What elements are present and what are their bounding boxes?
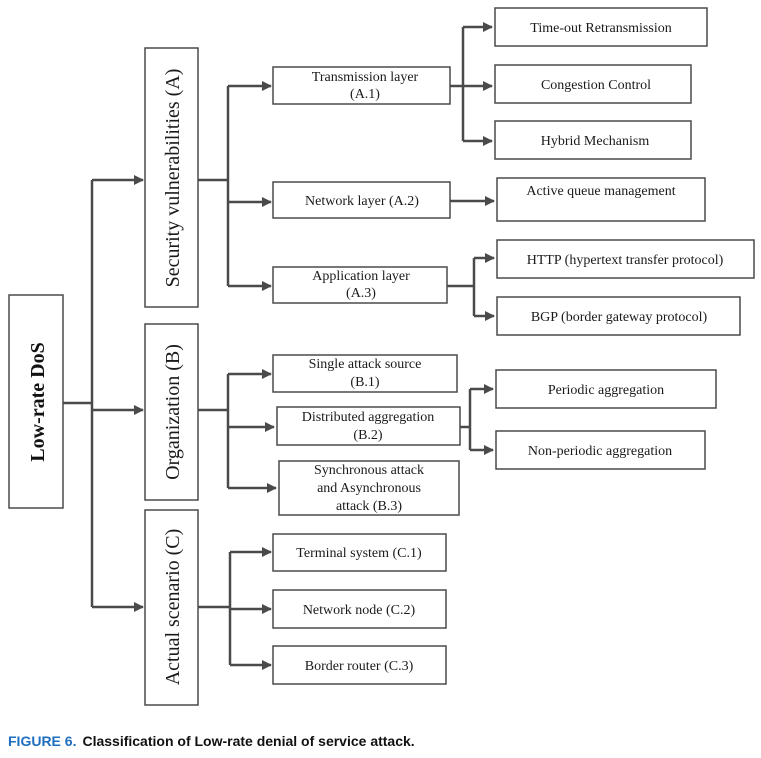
- single-attack-source-code: (B.1): [350, 375, 380, 390]
- classification-diagram: Low-rate DoS Security vulnerabilities (A…: [8, 7, 755, 706]
- transmission-layer-code: (A.1): [350, 87, 380, 102]
- category-b-label: Organization (B): [162, 344, 184, 480]
- congestion-control-label: Congestion Control: [541, 78, 651, 93]
- node-transmission-layer: Transmission layer (A.1): [272, 66, 451, 105]
- node-network-node: Network node (C.2): [272, 589, 447, 629]
- non-periodic-aggregation-label: Non-periodic aggregation: [528, 444, 672, 459]
- category-security-vulnerabilities: Security vulnerabilities (A): [144, 47, 199, 308]
- synchronous-attack-line2: and Asynchronous: [317, 481, 421, 496]
- node-network-layer: Network layer (A.2): [272, 181, 451, 219]
- leaf-periodic-aggregation: Periodic aggregation: [495, 369, 717, 409]
- network-node-label: Network node (C.2): [303, 603, 416, 618]
- root-label: Low-rate DoS: [27, 342, 49, 461]
- node-terminal-system: Terminal system (C.1): [272, 533, 447, 572]
- leaf-congestion-control: Congestion Control: [494, 64, 692, 104]
- node-border-router: Border router (C.3): [272, 645, 447, 685]
- application-layer-label: Application layer: [312, 269, 410, 284]
- synchronous-attack-line3: attack (B.3): [336, 499, 402, 514]
- node-application-layer: Application layer (A.3): [272, 266, 448, 304]
- connectors: [63, 22, 495, 670]
- node-synchronous-attack: Synchronous attack and Asynchronous atta…: [278, 460, 460, 516]
- single-attack-source-label: Single attack source: [309, 357, 422, 372]
- leaf-bgp: BGP (border gateway protocol): [496, 296, 741, 336]
- active-queue-management-label: Active queue management: [526, 184, 675, 199]
- node-single-attack-source: Single attack source (B.1): [272, 354, 458, 393]
- http-label: HTTP (hypertext transfer protocol): [527, 253, 724, 268]
- figure-caption-text: Classification of Low-rate denial of ser…: [82, 733, 415, 749]
- figure-label: FIGURE 6.: [8, 733, 77, 749]
- category-actual-scenario: Actual scenario (C): [144, 509, 199, 706]
- terminal-system-label: Terminal system (C.1): [296, 546, 422, 561]
- distributed-aggregation-label: Distributed aggregation: [302, 410, 435, 425]
- leaf-non-periodic-aggregation: Non-periodic aggregation: [495, 430, 706, 470]
- category-a-label: Security vulnerabilities (A): [162, 69, 184, 288]
- bgp-label: BGP (border gateway protocol): [531, 310, 708, 325]
- leaf-http: HTTP (hypertext transfer protocol): [496, 239, 755, 279]
- distributed-aggregation-code: (B.2): [353, 428, 383, 443]
- leaf-hybrid-mechanism: Hybrid Mechanism: [494, 120, 692, 160]
- periodic-aggregation-label: Periodic aggregation: [548, 383, 664, 398]
- leaf-active-queue-management: Active queue management: [496, 177, 706, 222]
- figure-caption: FIGURE 6. Classification of Low-rate deni…: [8, 733, 415, 749]
- root-node: Low-rate DoS: [8, 294, 64, 509]
- synchronous-attack-line1: Synchronous attack: [314, 463, 424, 478]
- hybrid-mechanism-label: Hybrid Mechanism: [541, 134, 650, 149]
- category-c-label: Actual scenario (C): [162, 529, 184, 686]
- node-distributed-aggregation: Distributed aggregation (B.2): [276, 406, 461, 446]
- transmission-layer-label: Transmission layer: [312, 70, 419, 85]
- time-out-retransmission-label: Time-out Retransmission: [530, 21, 671, 36]
- category-organization: Organization (B): [144, 323, 199, 501]
- application-layer-code: (A.3): [346, 286, 376, 301]
- network-layer-label: Network layer (A.2): [305, 194, 419, 209]
- leaf-time-out-retransmission: Time-out Retransmission: [494, 7, 708, 47]
- border-router-label: Border router (C.3): [305, 659, 414, 674]
